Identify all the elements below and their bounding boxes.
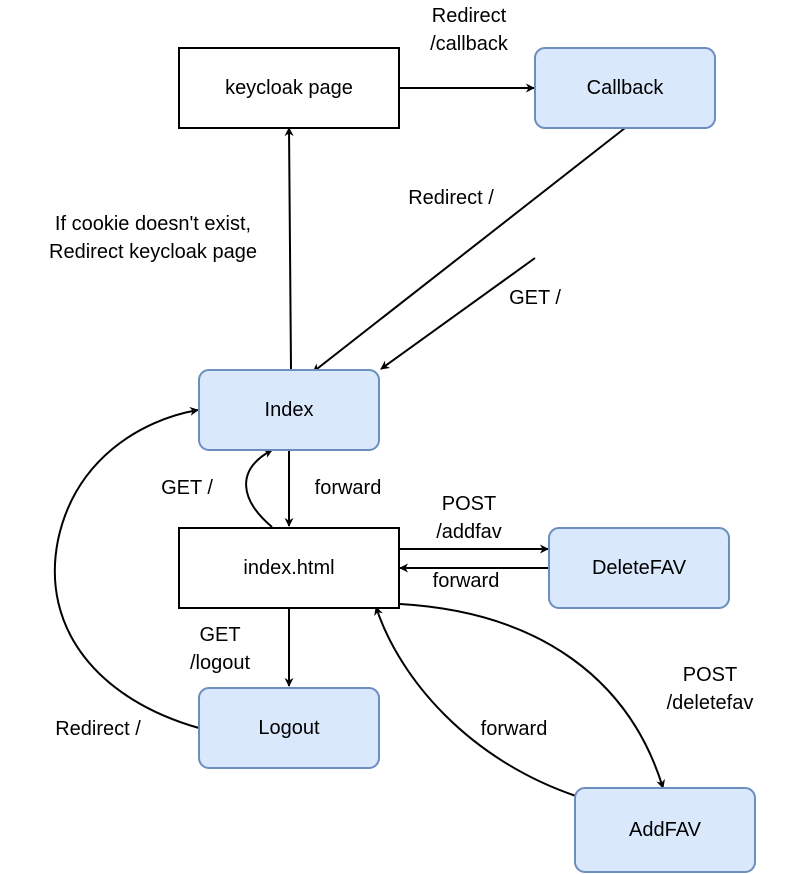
edge-addfav-to-indexhtml: [374, 606, 577, 797]
label-forward-to-html: forward: [314, 477, 382, 499]
label-redirect-callback-line2: /callback: [430, 33, 508, 55]
node-index: Index: [198, 369, 380, 451]
node-callback: Callback: [534, 47, 716, 129]
edge-logout-to-index: [53, 406, 200, 729]
node-addfav: AddFAV: [574, 787, 756, 873]
label-get-logout-line2: /logout: [189, 652, 251, 674]
label-post-addfav: POST /addfav: [418, 490, 520, 546]
label-get-logout: GET /logout: [170, 621, 270, 677]
label-post-deletefav: POST /deletefav: [646, 661, 774, 717]
label-get-root-loop: GET /: [161, 477, 213, 499]
node-logout: Logout: [198, 687, 380, 769]
label-redirect-root: Redirect /: [408, 187, 494, 209]
label-forward-from-addfav: forward: [480, 718, 548, 740]
label-get-logout-line1: GET: [199, 624, 241, 646]
label-forward-from-deletefav: forward: [432, 570, 500, 592]
edge-external-get-to-index: [380, 257, 536, 370]
edge-callback-to-index: [312, 127, 626, 373]
label-cookie-redirect-line2: Redirect keycloak page: [49, 241, 257, 263]
label-cookie-redirect: If cookie doesn't exist, Redirect keyclo…: [18, 210, 288, 266]
edge-indexhtml-to-addfav: [399, 603, 665, 789]
label-redirect-callback-line1: Redirect: [431, 5, 507, 27]
label-redirect-from-logout: Redirect /: [55, 718, 141, 740]
node-keycloak-page: keycloak page: [178, 47, 400, 129]
edge-index-to-keycloak: [284, 127, 294, 370]
label-post-deletefav-line2: /deletefav: [666, 692, 754, 714]
edge-indexhtml-loop-to-index: [245, 449, 273, 528]
label-cookie-redirect-line1: If cookie doesn't exist,: [54, 213, 252, 235]
label-post-addfav-line1: POST: [441, 493, 497, 515]
label-post-addfav-line2: /addfav: [436, 521, 502, 543]
node-deletefav: DeleteFAV: [548, 527, 730, 609]
label-redirect-callback: Redirect /callback: [415, 2, 523, 58]
label-get-root-external: GET /: [509, 287, 561, 309]
label-post-deletefav-line1: POST: [682, 664, 738, 686]
node-index-html: index.html: [178, 527, 400, 609]
